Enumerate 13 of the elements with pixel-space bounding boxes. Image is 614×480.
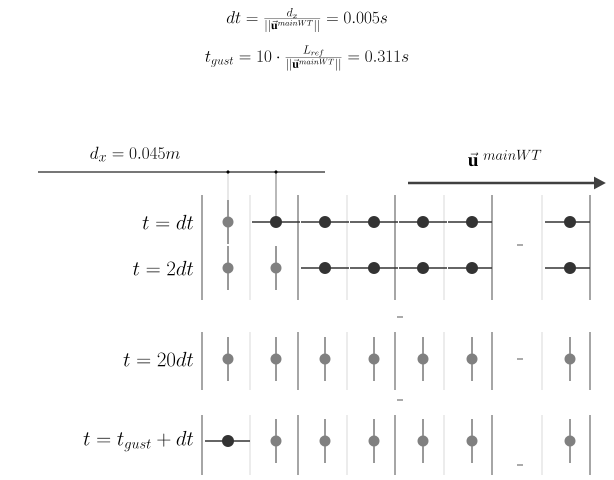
row-label: $t = 20dt$: [124, 352, 194, 367]
velocity-label: $\vec{\mathbf{u}}\ ^{mainWT}$: [468, 150, 542, 166]
formula: $t_{gust} = 10 \cdot \frac{L_{ref}}{||\vec{\mathbf{u}}^{mainWT}||} = 0.311s$: [205, 45, 408, 71]
ellipsis: ...: [517, 244, 523, 246]
ellipsis: ...: [517, 358, 523, 360]
ellipsis: ...: [517, 464, 523, 466]
row-label: $t = 2dt$: [133, 260, 194, 276]
dimension-label: $d_x = 0.045m$: [90, 146, 180, 162]
ellipsis: ...: [397, 316, 403, 318]
row-label: $t = t_{gust} + dt$: [84, 430, 194, 452]
row-label: $t = dt$: [142, 214, 194, 230]
ellipsis: ...: [397, 399, 403, 401]
formula: $dt = \frac{d_x}{||\vec{\mathbf{u}}^{mainWT}||} = 0.005s$: [226, 8, 387, 32]
